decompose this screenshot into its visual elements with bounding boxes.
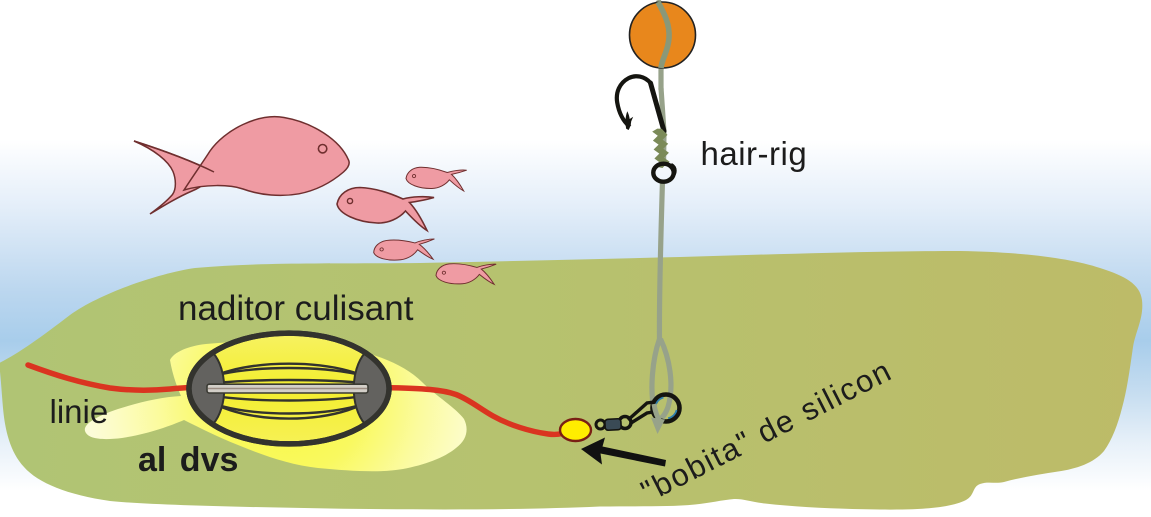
svg-text:naditor culisant: naditor culisant [178,289,414,328]
svg-text:al dvs: al dvs [138,441,238,479]
svg-text:hair-rig: hair-rig [701,135,808,172]
svg-text:linie: linie [50,393,109,430]
